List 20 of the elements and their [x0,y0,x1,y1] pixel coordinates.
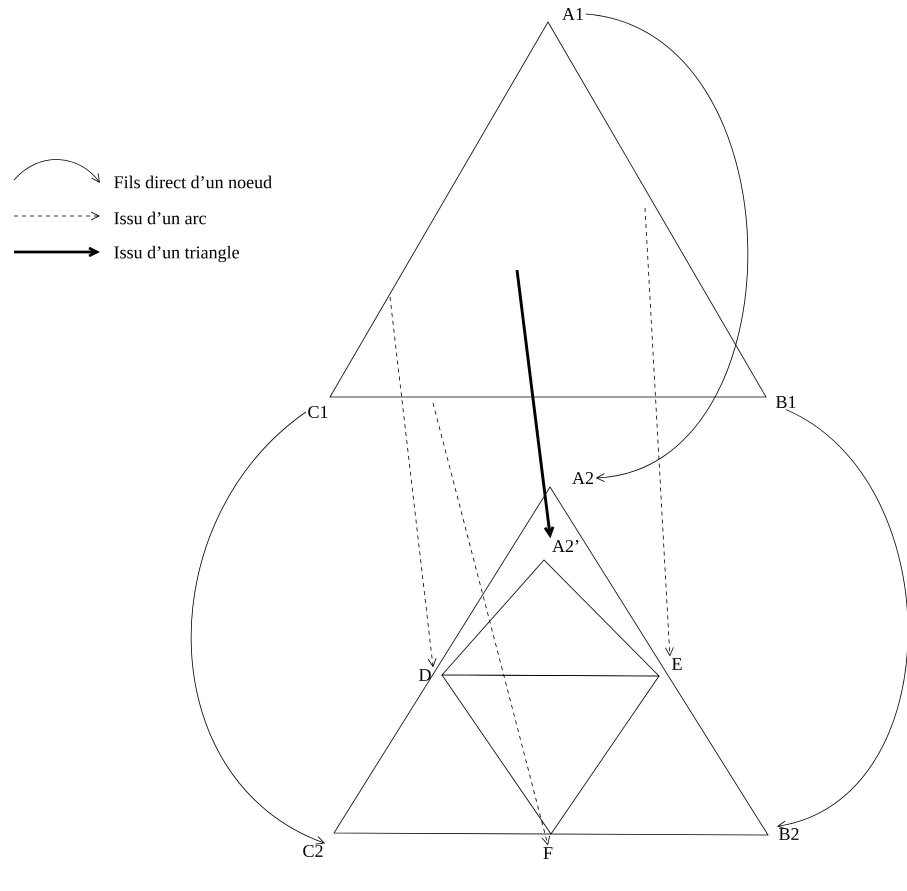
vertex-label: A2’ [552,540,578,552]
curved-arrow [585,14,748,482]
vertex-label: B1 [776,396,796,408]
arrow [516,270,554,538]
legend-text: Issu d’un triangle [114,246,239,262]
legend-text: Fils direct d’un noeud [114,176,272,188]
curved-arrow [776,409,907,830]
vertex-label: D [419,669,431,681]
vertex-label: A1 [562,8,583,20]
arrow [644,208,674,656]
vertex-label: F [544,847,552,859]
arrow [432,402,550,846]
vertex-label: B2 [779,828,799,840]
vertex-label: A2 [572,472,593,484]
vertex-label: E [672,658,682,670]
vertex-label: C1 [308,406,328,418]
curved-arrow [190,412,326,844]
vertex-label: C2 [303,844,323,858]
legend-text: Issu d’un arc [114,212,206,224]
arrow [390,296,436,668]
